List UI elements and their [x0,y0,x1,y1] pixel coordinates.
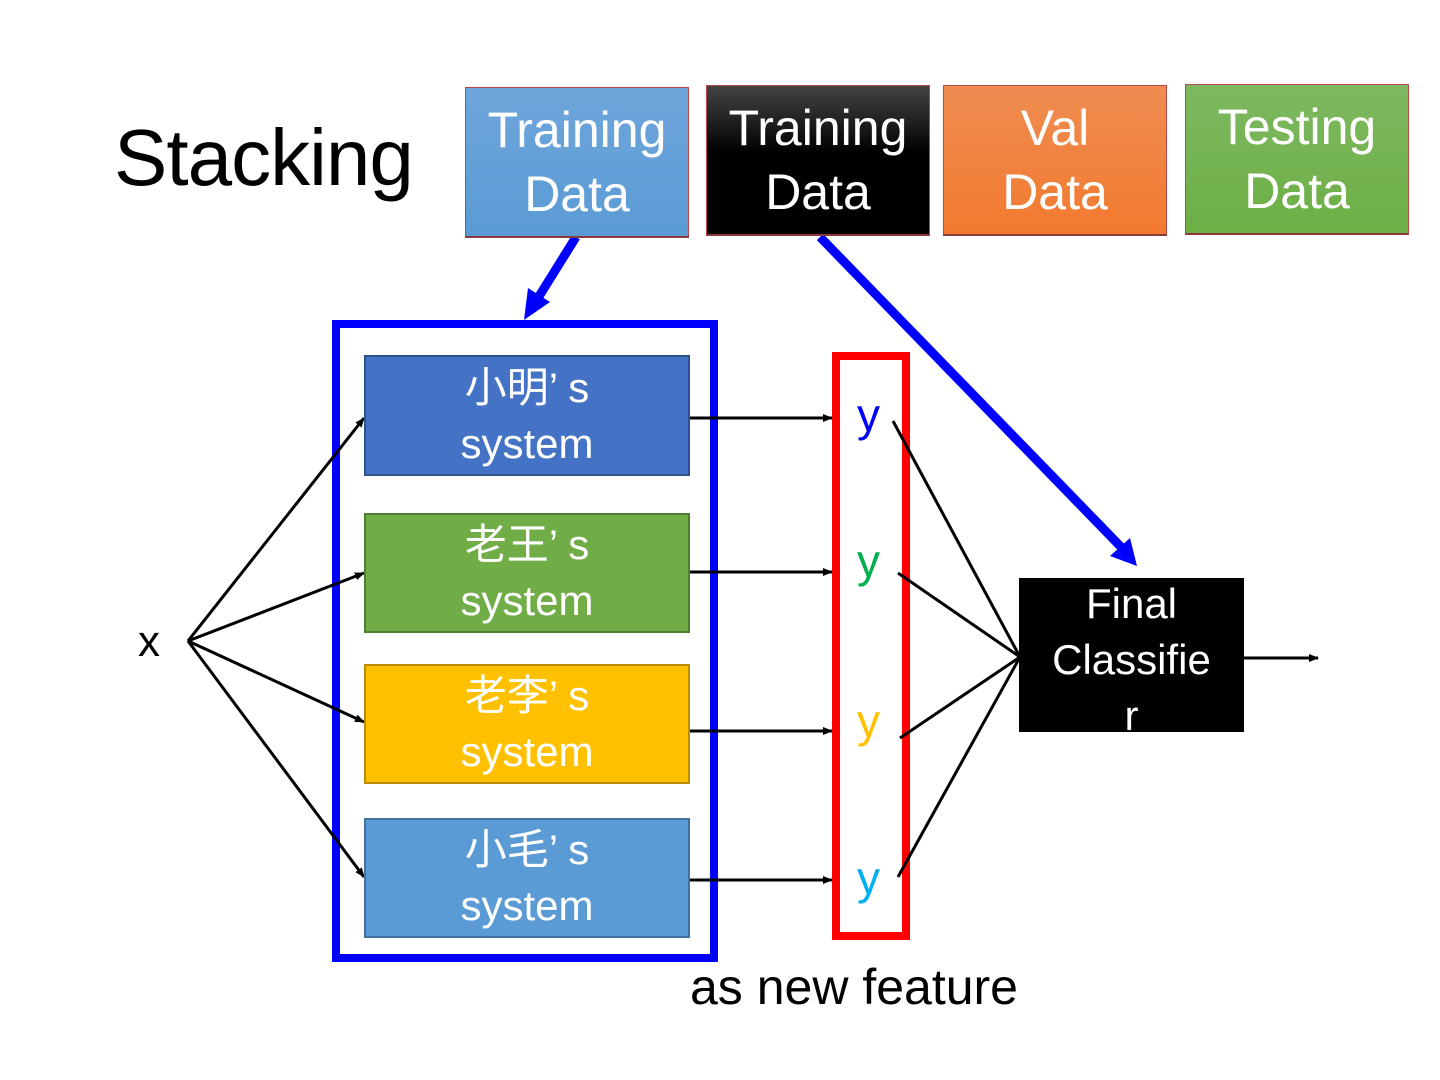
testing-data-box-line1: Testing [1217,99,1377,155]
outputs-frame [832,352,910,940]
system-box-xiaoming: 小明’ s system [364,355,690,476]
arrow-training-to-systems [524,234,580,320]
val-data-box: Val Data [943,85,1167,236]
training-data-box-2-line2: Data [765,164,871,220]
line-y4-to-classifier [896,656,1022,878]
val-data-box-line1: Val [1020,100,1090,156]
final-classifier-line1: Final [1085,580,1178,627]
output-y-4: y [857,852,880,904]
system-box-laoli: 老李’ s system [364,664,690,784]
system-output-arrows [690,414,833,884]
system-3-suffix: system [460,728,594,775]
final-classifier-line2: Classifie [1052,636,1211,683]
training-data-box-1-line1: Training [487,102,667,158]
systems-frame [332,320,718,962]
val-data-box-line2: Data [1002,164,1108,220]
system-box-xiaomao: 小毛’ s system [364,818,690,938]
system-1-suffix: system [460,419,594,467]
feature-caption: as new feature [690,959,1018,1015]
system-2-name: 老王’ s [464,521,590,568]
line-y3-to-classifier [899,655,1021,740]
arrow-x-to-system-4 [186,640,366,878]
input-label-x: x [138,617,160,666]
arrow-x-to-system-2 [187,571,365,643]
arrow-x-to-system-3 [187,639,365,724]
training-data-box-2: Training Data [706,85,930,236]
arrow-training-to-classifier [816,233,1137,566]
output-y-2: y [857,535,880,587]
page-title: Stacking [114,113,414,202]
feature-to-classifier-lines [891,420,1022,878]
arrow-x-to-system-1 [186,417,366,642]
system-3-name: 老李’ s [464,672,590,719]
training-data-box-1: Training Data [465,87,689,238]
output-y-1: y [857,389,880,441]
system-box-laowang: 老王’ s system [364,513,690,633]
final-classifier-line3: r [1124,692,1139,739]
system-4-suffix: system [460,882,594,929]
testing-data-box: Testing Data [1185,84,1409,235]
line-y2-to-classifier [897,571,1021,659]
system-2-suffix: system [460,577,594,624]
final-classifier-box: Final Classifie r [1019,578,1244,739]
line-y1-to-classifier [891,420,1022,658]
output-y-3: y [857,695,880,747]
input-fanout-arrows [186,417,366,878]
system-4-name: 小毛’ s [464,826,590,873]
training-data-box-1-line2: Data [524,166,630,222]
testing-data-box-line2: Data [1244,163,1350,219]
training-data-box-2-line1: Training [728,100,908,156]
system-1-name: 小明’ s [464,363,590,411]
